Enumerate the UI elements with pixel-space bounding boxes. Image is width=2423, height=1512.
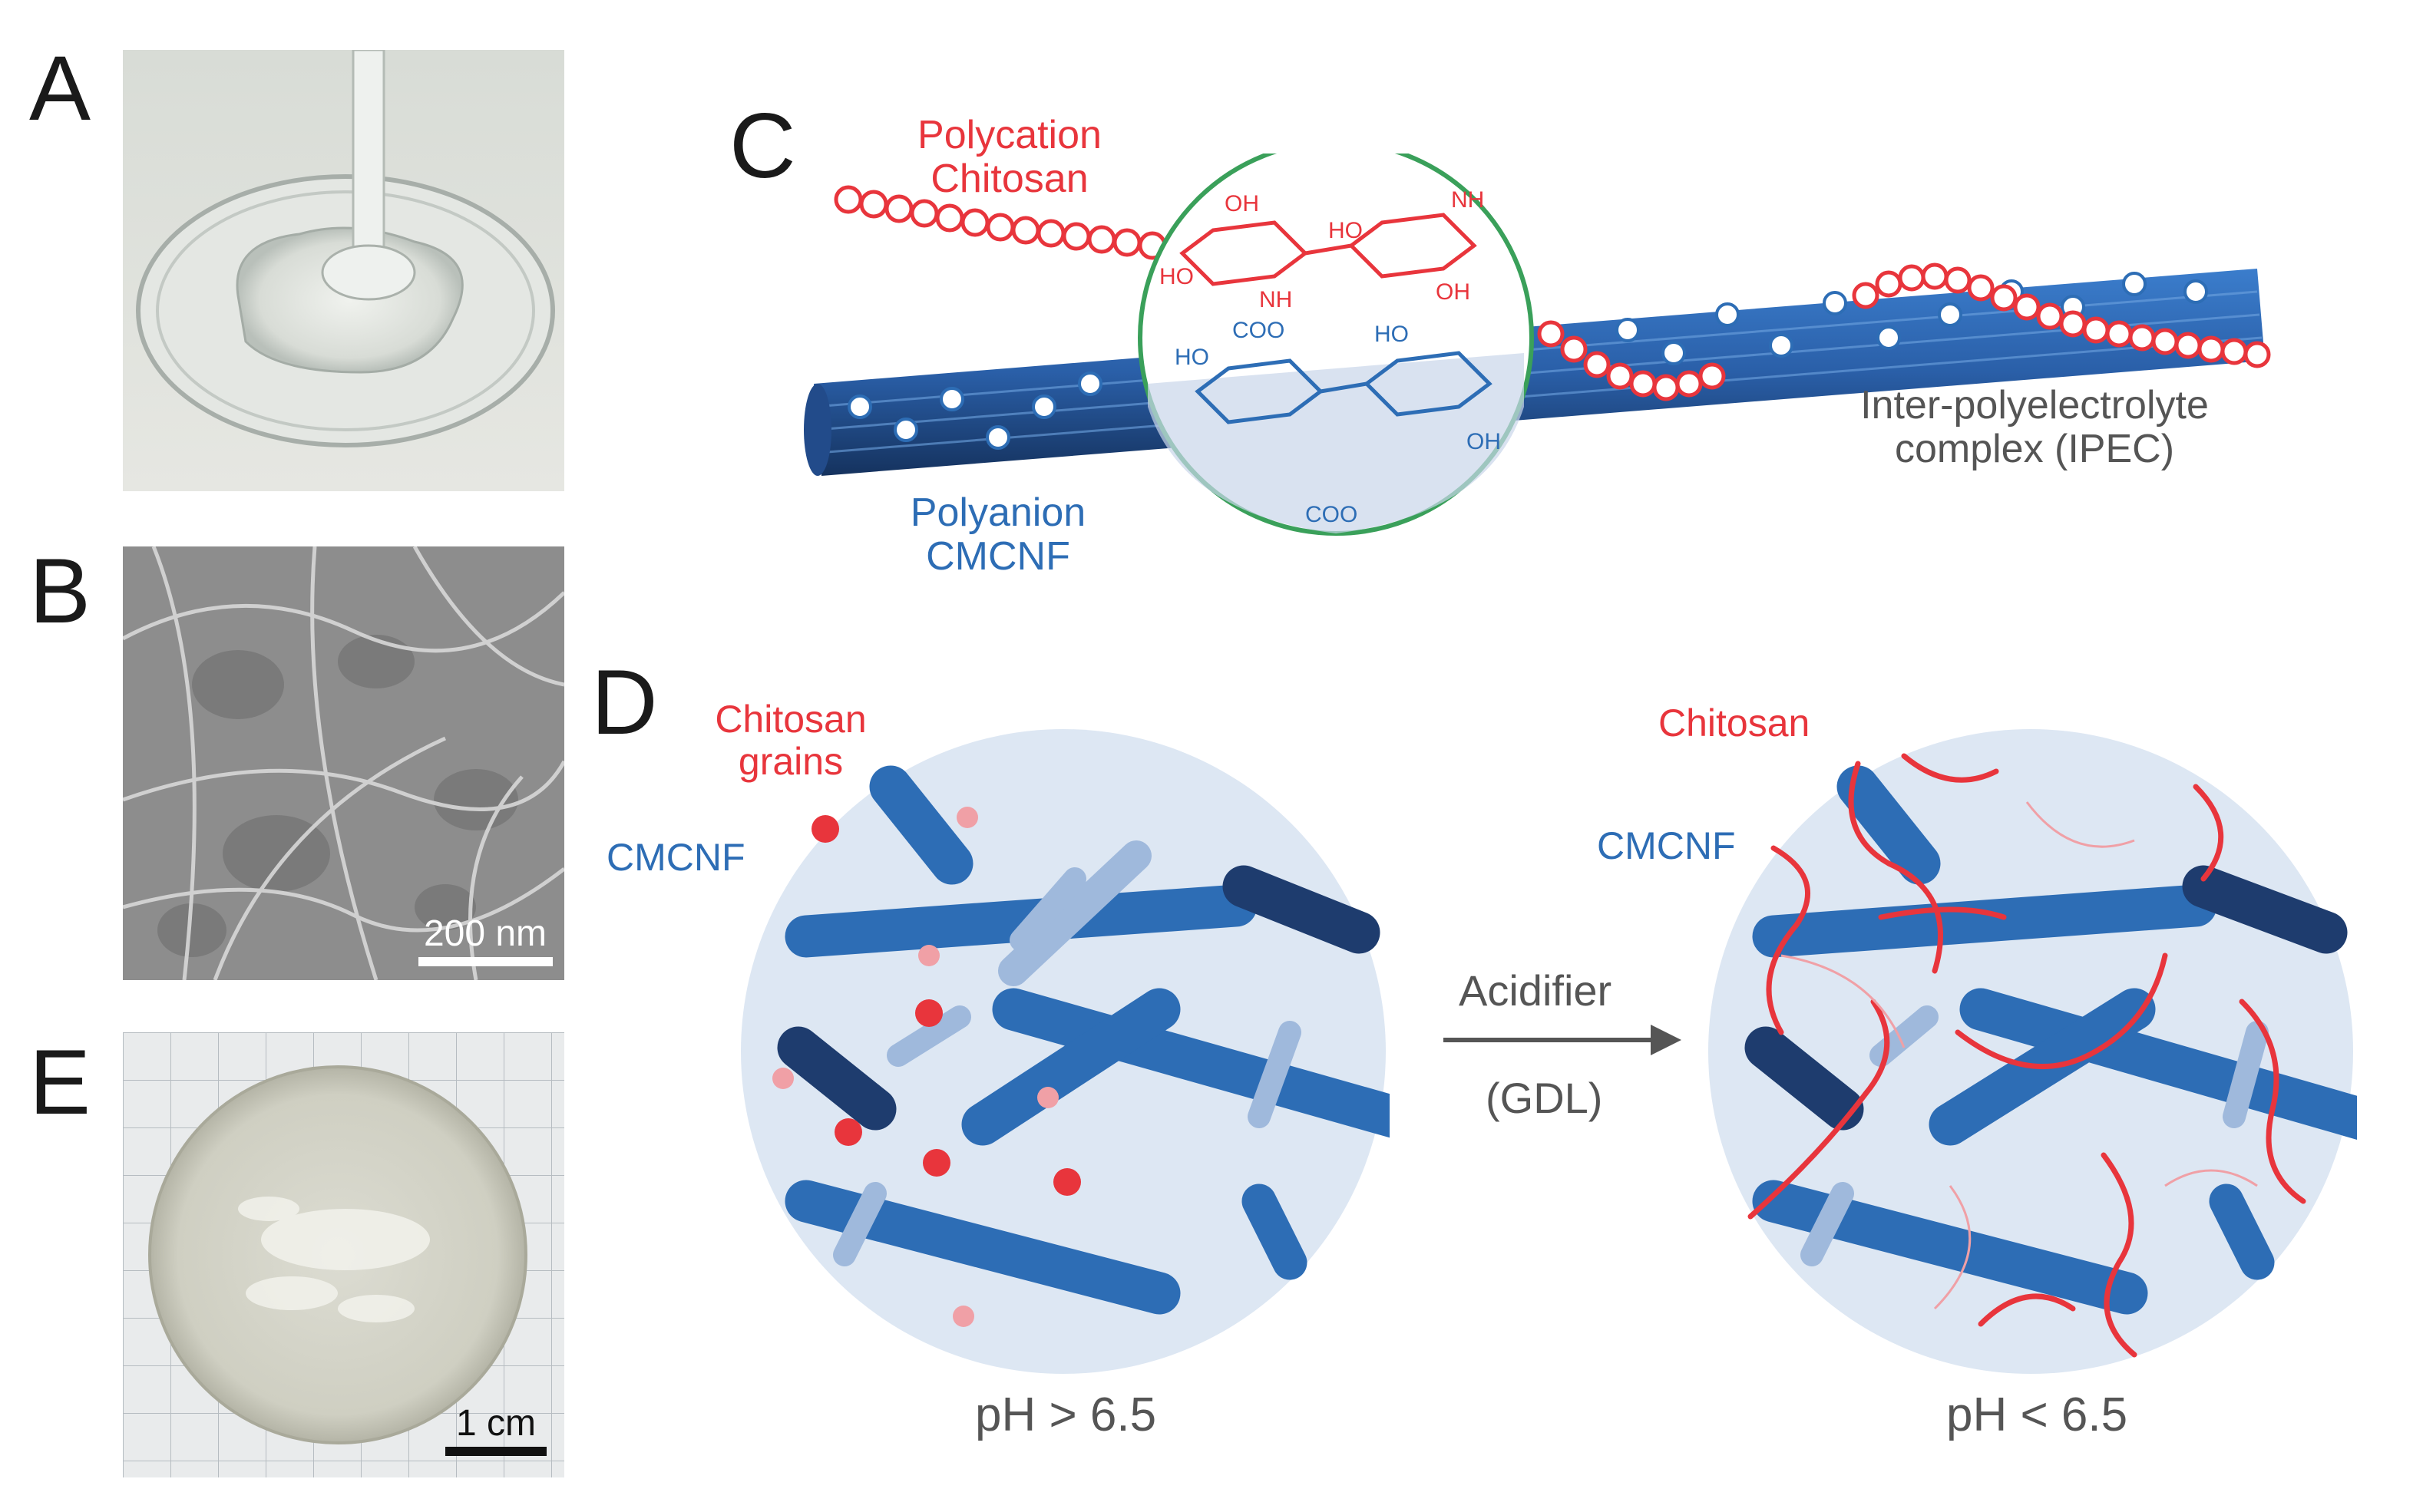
panel-label-c: C [729, 94, 796, 197]
acidifier-label: Acidifier [1459, 966, 1612, 1015]
scale-label-b: 200 nm [424, 913, 547, 954]
cmcnf-rods-left [777, 765, 1390, 1315]
svg-text:OH: OH [1225, 191, 1259, 216]
chitosan-structure [1179, 213, 1477, 286]
panel-c-diagram: OH HO NH HO NH OH COO HO HO OH COO [804, 154, 2271, 536]
gel-stream [352, 50, 385, 266]
scale-bar-e [445, 1447, 547, 1456]
svg-text:HO: HO [1328, 218, 1363, 243]
transition-arrow [1443, 1025, 1681, 1055]
svg-text:HO: HO [1159, 264, 1194, 289]
gdl-label: (GDL) [1486, 1074, 1603, 1122]
svg-text:HO: HO [1175, 345, 1209, 370]
cmcnf-label-left: CMCNF [607, 836, 745, 879]
panel-b-tem-image: 200 nm [123, 546, 564, 980]
ph-low-label: pH < 6.5 [1946, 1388, 2128, 1441]
panel-label-e: E [29, 1031, 91, 1134]
cmcnf-label-right: CMCNF [1597, 824, 1736, 867]
chitosan-grains [812, 815, 1081, 1196]
scale-label-e: 1 cm [456, 1403, 536, 1444]
circle-ph-high [741, 729, 1390, 1374]
panel-label-d: D [591, 651, 658, 754]
svg-text:COO: COO [1305, 502, 1357, 527]
svg-text:HO: HO [1374, 322, 1409, 347]
negative-charges [848, 272, 2208, 450]
panel-a-photo [123, 50, 564, 491]
scale-bar-b [418, 957, 553, 966]
panel-label-a: A [29, 37, 91, 140]
ph-high-label: pH > 6.5 [975, 1388, 1157, 1441]
panel-label-b: B [29, 540, 91, 642]
chitosan-chain-right [1537, 262, 2271, 401]
svg-text:COO: COO [1232, 318, 1284, 343]
chitosan-chain-left [834, 185, 1192, 263]
panel-e-photo: 1 cm [123, 1032, 564, 1477]
chitosan-label-right: Chitosan [1658, 702, 1810, 744]
circle-ph-low [1708, 729, 2357, 1374]
chitosan-chains [1747, 753, 2306, 1358]
svg-text:NH: NH [1451, 187, 1484, 213]
svg-text:NH: NH [1259, 287, 1292, 312]
svg-text:OH: OH [1466, 429, 1501, 454]
cmc-structure [1195, 351, 1492, 424]
svg-text:OH: OH [1436, 279, 1470, 305]
